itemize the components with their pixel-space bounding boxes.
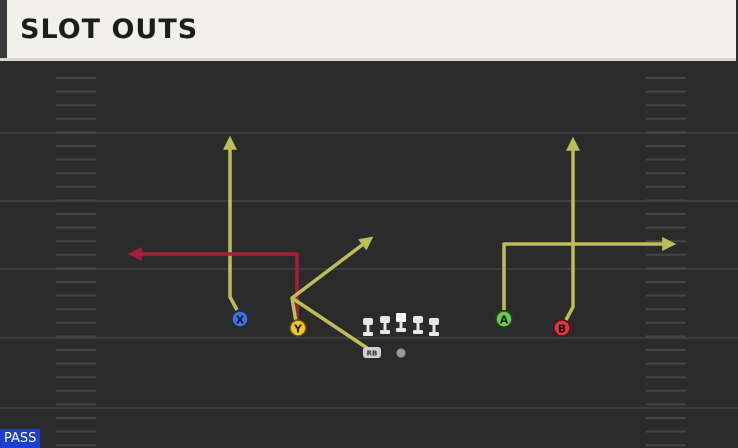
x-route-go — [223, 135, 239, 311]
b-label: B — [558, 323, 566, 336]
x-receiver: X — [231, 310, 249, 328]
rb-route-flat — [291, 296, 371, 352]
b-receiver: B — [553, 319, 571, 337]
x-label: X — [236, 314, 245, 327]
hash-marks — [56, 77, 686, 447]
a-route-out — [502, 237, 677, 310]
rb-player: RB — [363, 347, 381, 358]
rb-label: RB — [367, 350, 378, 358]
right-tackle — [429, 318, 439, 336]
play-title: SLOT OUTS — [20, 14, 199, 45]
a-label: A — [500, 314, 509, 327]
left-guard — [380, 316, 390, 334]
offensive-line — [363, 313, 439, 336]
routes — [127, 135, 677, 352]
right-guard — [413, 316, 423, 334]
y-receiver: Y — [289, 319, 307, 337]
title-accent — [0, 0, 7, 58]
center — [396, 313, 406, 332]
a-receiver: A — [495, 310, 513, 328]
left-tackle — [363, 318, 373, 336]
play-title-bar: SLOT OUTS — [0, 0, 736, 61]
y-label: Y — [293, 323, 303, 336]
yard-lines — [0, 132, 738, 409]
b-route-go — [564, 136, 580, 321]
play-type-badge: PASS — [0, 429, 41, 448]
quarterback — [396, 348, 406, 358]
